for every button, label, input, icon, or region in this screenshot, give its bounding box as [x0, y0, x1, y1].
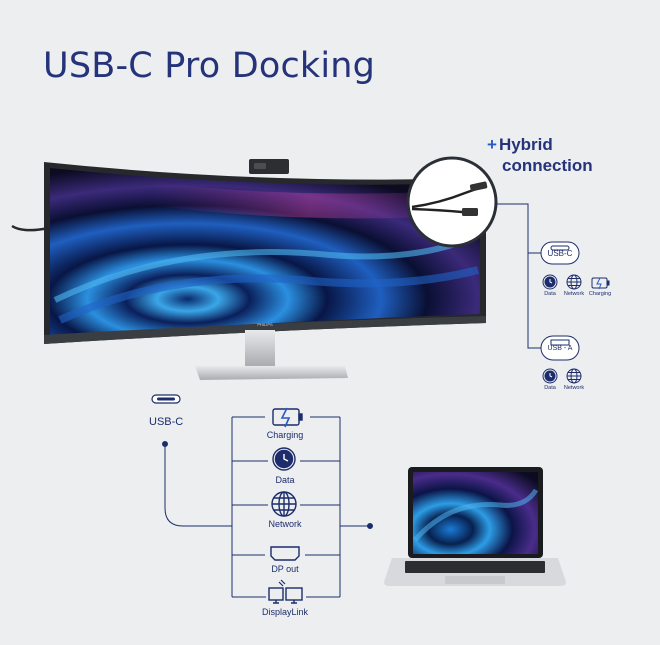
- feature-tree-lines: [162, 416, 373, 598]
- right-connector-lines: [496, 203, 543, 349]
- usb-a-data-label: Data: [544, 385, 556, 391]
- page-title: USB-C Pro Docking: [43, 46, 376, 86]
- monitor-stand-neck: [245, 330, 275, 366]
- feature-data-label: Data: [275, 475, 295, 485]
- dp-out-icon: [270, 546, 300, 561]
- network-icon: [566, 274, 582, 290]
- webcam: [249, 159, 289, 174]
- displaylink-icon: [268, 579, 303, 604]
- cable-magnifier: [406, 156, 498, 248]
- feature-network-label: Network: [268, 519, 302, 529]
- usb-c-port-icon: [151, 394, 181, 404]
- feature-dp-out-label: DP out: [271, 564, 299, 574]
- laptop: [384, 467, 566, 586]
- feature-charging-label: Charging: [266, 430, 304, 440]
- monitor-cable: [11, 224, 49, 232]
- laptop-screen: [413, 472, 538, 554]
- curved-monitor: PHILIPS: [11, 159, 486, 380]
- usb-c-source-label: USB-C: [149, 416, 184, 428]
- usb-c-port-pill: [540, 241, 580, 265]
- feature-displaylink-label: DisplayLink: [261, 607, 309, 617]
- usb-a-network-label: Network: [563, 385, 585, 391]
- usb-c-network-label: Network: [563, 291, 585, 297]
- network-icon: [271, 491, 297, 517]
- usb-c-port-label: USB-C: [547, 249, 573, 258]
- data-icon: [542, 368, 558, 384]
- hybrid-label-line2: connection: [502, 156, 593, 175]
- data-icon: [272, 447, 296, 471]
- charging-icon: [591, 277, 610, 290]
- network-icon: [566, 368, 582, 384]
- hybrid-connection-heading: +Hybrid connection: [487, 134, 593, 176]
- usb-a-port-label: USB - A: [547, 345, 573, 352]
- usb-c-data-label: Data: [544, 291, 556, 297]
- hybrid-label-line1: Hybrid: [498, 135, 553, 154]
- charging-icon: [272, 407, 303, 428]
- monitor-stand-base: [195, 366, 348, 380]
- data-icon: [542, 274, 558, 290]
- monitor-brand-logo: PHILIPS: [257, 322, 273, 327]
- usb-c-charging-label: Charging: [588, 291, 612, 297]
- plus-icon: +: [487, 135, 497, 154]
